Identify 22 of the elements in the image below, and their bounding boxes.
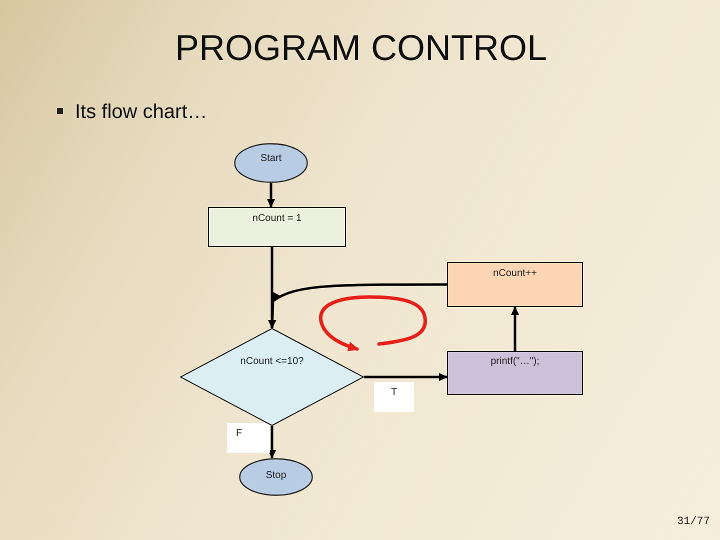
edge-label: F xyxy=(227,423,270,453)
terminal-ellipse xyxy=(234,143,308,183)
node-text: nCount++ xyxy=(493,268,537,280)
node-text: nCount = 1 xyxy=(252,213,302,225)
terminal-ellipse xyxy=(239,458,313,496)
node-text: printf("…"); xyxy=(490,356,540,368)
node-text: nCount <=10? xyxy=(240,356,304,368)
edge-label: T xyxy=(374,382,414,412)
arrow xyxy=(268,283,447,328)
decision-diamond xyxy=(180,328,364,426)
arrow xyxy=(268,426,276,459)
process-box xyxy=(447,262,583,307)
node-text: Start xyxy=(260,153,282,165)
arrow xyxy=(266,183,276,208)
bullet-text: Its flow chart… xyxy=(75,102,208,122)
process-box xyxy=(208,207,346,247)
slide-title: PROGRAM CONTROL xyxy=(174,30,548,66)
page-number: 31/77 xyxy=(677,517,710,528)
node-text: Stop xyxy=(266,470,286,482)
arrow xyxy=(364,372,448,382)
arrow xyxy=(510,306,520,351)
process-box xyxy=(447,351,583,395)
